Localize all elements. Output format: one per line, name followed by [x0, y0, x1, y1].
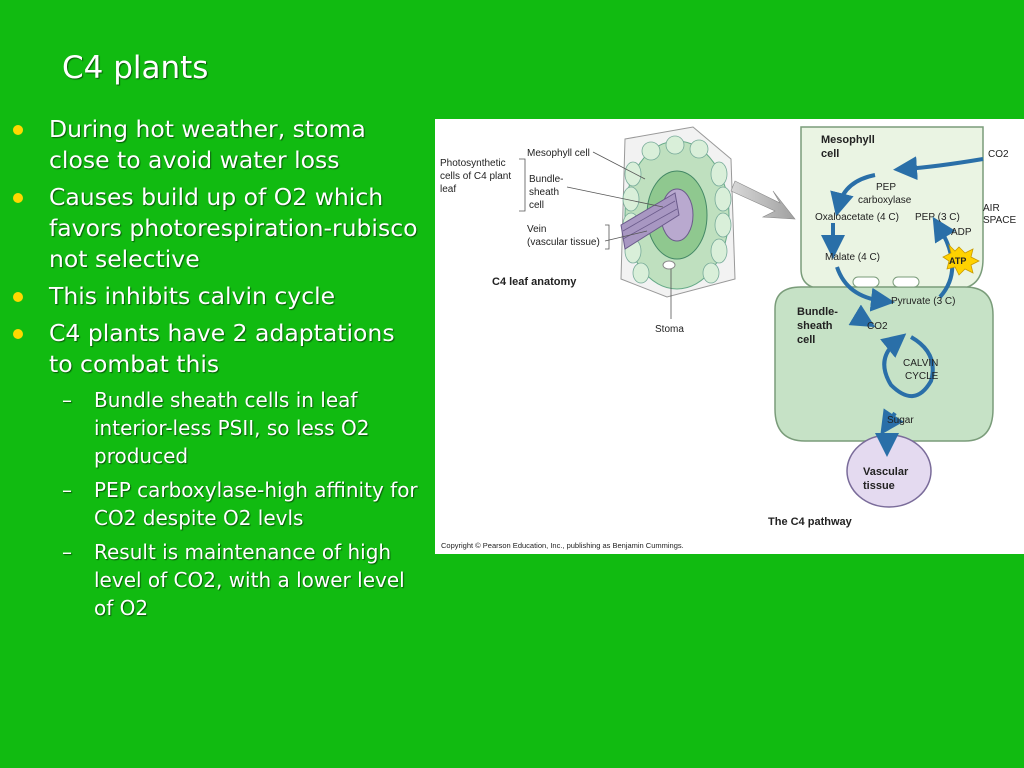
c4-diagram: Photosynthetic cells of C4 plant leaf Me… [440, 126, 1016, 550]
sub-bullet-item: –PEP carboxylase-high affinity for CO2 d… [0, 476, 430, 532]
c4-pathway [774, 126, 994, 508]
bullet-item: Causes build up of O2 which favors photo… [0, 182, 430, 275]
co2-inner-label: CO2 [867, 321, 888, 332]
dash-icon: – [62, 478, 72, 502]
bullet-item: This inhibits calvin cycle [0, 281, 430, 312]
adp-label: ADP [951, 227, 972, 238]
label-bundle-2: sheath [529, 187, 559, 198]
bullet-text: Result is maintenance of high level of C… [94, 540, 405, 620]
bullet-dot-icon [13, 329, 23, 339]
atp-label: ATP [949, 256, 966, 266]
pep-carboxylase-label-1: PEP [876, 182, 896, 193]
sugar-label: Sugar [887, 415, 914, 426]
sub-bullet-item: –Result is maintenance of high level of … [0, 538, 430, 622]
label-vein-1: Vein [527, 224, 546, 235]
label-bundle-3: cell [529, 200, 544, 211]
leader-lines [519, 151, 672, 319]
air-space-label-2: SPACE [983, 215, 1016, 226]
label-photosynthetic-3: leaf [440, 184, 456, 195]
anatomy-caption: C4 leaf anatomy [492, 276, 577, 288]
bullet-text: During hot weather, stoma close to avoid… [49, 115, 366, 174]
bundle-label-2: sheath [797, 320, 833, 332]
pyruvate-label: Pyruvate (3 C) [891, 296, 955, 307]
bullet-text: This inhibits calvin cycle [49, 282, 336, 310]
mesophyll-label-1: Mesophyll [821, 134, 875, 146]
bullet-text: Causes build up of O2 which favors photo… [49, 183, 418, 273]
slide-title: C4 plants [62, 50, 209, 86]
pathway-labels: Mesophyll cell CO2 AIR SPACE PEP carboxy… [441, 134, 1016, 550]
bullet-text: Bundle sheath cells in leaf interior-les… [94, 388, 370, 468]
air-space-label-1: AIR [983, 203, 1000, 214]
leaf-anatomy-illustration [620, 126, 736, 298]
c4-figure: Photosynthetic cells of C4 plant leaf Me… [435, 119, 1024, 554]
label-bundle-1: Bundle- [529, 174, 563, 185]
pep-carboxylase-label-2: carboxylase [858, 195, 912, 206]
copyright: Copyright © Pearson Education, Inc., pub… [441, 541, 684, 550]
atp-burst [942, 243, 980, 276]
dash-icon: – [62, 540, 72, 564]
bullet-text: PEP carboxylase-high affinity for CO2 de… [94, 478, 418, 530]
vascular-label-1: Vascular [863, 466, 909, 478]
dash-icon: – [62, 388, 72, 412]
sub-bullet-item: –Bundle sheath cells in leaf interior-le… [0, 386, 430, 470]
anatomy-labels: Photosynthetic cells of C4 plant leaf Me… [440, 148, 684, 335]
oxaloacetate-label: Oxaloacetate (4 C) [815, 212, 899, 223]
pointer-arrow [730, 180, 796, 220]
bullet-item: During hot weather, stoma close to avoid… [0, 114, 430, 176]
co2-top-label: CO2 [988, 149, 1009, 160]
pathway-caption: The C4 pathway [768, 516, 853, 528]
bullet-dot-icon [13, 193, 23, 203]
mesophyll-label-2: cell [821, 148, 839, 160]
pep-label: PEP (3 C) [915, 212, 960, 223]
label-photosynthetic-2: cells of C4 plant [440, 171, 511, 182]
bullet-dot-icon [13, 292, 23, 302]
vascular-label-2: tissue [863, 480, 895, 492]
calvin-label-2: CYCLE [905, 371, 939, 382]
label-stoma: Stoma [655, 324, 684, 335]
bullet-dot-icon [13, 125, 23, 135]
bundle-label-1: Bundle- [797, 306, 838, 318]
malate-label: Malate (4 C) [825, 252, 880, 263]
bullet-list: During hot weather, stoma close to avoid… [0, 114, 430, 628]
bundle-label-3: cell [797, 334, 815, 346]
label-mesophyll-cell: Mesophyll cell [527, 148, 590, 159]
calvin-label-1: CALVIN [903, 358, 938, 369]
bullet-item: C4 plants have 2 adaptations to combat t… [0, 318, 430, 380]
label-photosynthetic: Photosynthetic [440, 158, 506, 169]
label-vein-2: (vascular tissue) [527, 237, 600, 248]
bullet-text: C4 plants have 2 adaptations to combat t… [49, 319, 395, 378]
